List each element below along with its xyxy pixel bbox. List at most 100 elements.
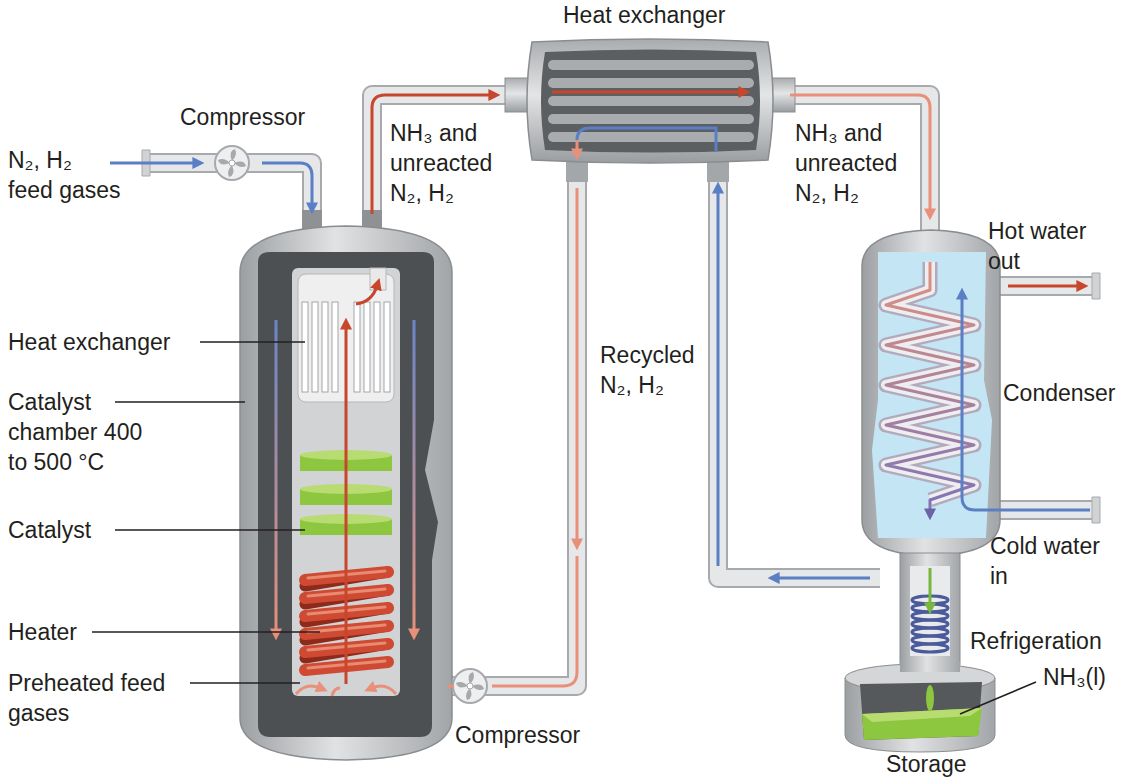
compressor-symbol (456, 672, 484, 700)
heat-exchanger-slats (332, 302, 338, 392)
flow-label: NH₃ and unreacted N₂, H₂ (795, 118, 883, 208)
compressor-symbol (215, 146, 249, 180)
condenser (872, 252, 992, 538)
leader-lines (115, 401, 245, 403)
flow-arrows (577, 128, 716, 152)
heat-exchanger-slats (354, 302, 360, 392)
flow-label: Preheated feed gases (8, 668, 233, 728)
pipes (718, 165, 880, 578)
refrigeration-unit (912, 644, 948, 652)
product-label: NH₃(l) (1043, 662, 1106, 692)
part-label: Heat exchanger (563, 0, 725, 30)
part-label: Compressor (180, 102, 305, 132)
reactor-vessel (240, 226, 452, 760)
leader-lines (92, 631, 320, 633)
exchanger-tubes (548, 114, 754, 124)
leader-lines (200, 341, 305, 343)
part-label: Catalyst chamber 400 to 500 °C (8, 387, 143, 477)
heat-exchanger (505, 39, 795, 182)
compressor-symbol (215, 146, 249, 180)
exchanger-tubes (548, 60, 754, 70)
heat-exchanger-slats (322, 302, 328, 392)
flow-label: Cold water in (990, 531, 1124, 591)
flow-arrows (790, 95, 930, 212)
heat-exchanger-slats (384, 302, 390, 392)
flow-label: NH₃ and unreacted N₂, H₂ (390, 118, 478, 208)
flow-arrows (717, 190, 720, 566)
pipes (775, 95, 930, 232)
compressor-symbol (467, 683, 473, 689)
condenser (1008, 285, 1080, 288)
storage-tank (845, 662, 995, 752)
flow-arrows (552, 91, 742, 94)
storage-tank (900, 662, 960, 672)
exchanger-tubes (548, 60, 754, 142)
pipes (1092, 497, 1100, 523)
refrigeration-unit (929, 568, 932, 606)
flow-arrows (576, 140, 579, 152)
flow-label: Hot water out (988, 216, 1124, 276)
pipes (372, 95, 505, 215)
refrigeration-unit (900, 553, 960, 665)
gas-flow-arrows (345, 326, 348, 684)
part-label: Heater (8, 617, 77, 647)
storage-tank (860, 682, 982, 740)
gas-flow-arrows (372, 686, 396, 694)
pipes (775, 95, 930, 232)
storage-tank (926, 685, 934, 711)
leader-lines (190, 682, 300, 684)
compressor-symbol (453, 669, 487, 703)
compressor-symbol (229, 160, 235, 166)
heat-exchanger (527, 39, 773, 163)
gas-flow-arrows (276, 286, 414, 696)
pipes (990, 278, 1095, 294)
flow-arrows (262, 163, 312, 206)
feed-label: N₂, H₂ feed gases (8, 145, 121, 205)
flow-arrows (492, 556, 577, 686)
flow-arrows (448, 685, 454, 688)
leader-lines (960, 682, 1036, 714)
exchanger-tubes (548, 78, 754, 88)
gas-flow-arrows (275, 320, 278, 632)
gas-flow-arrows (296, 686, 320, 694)
part-label: Compressor (455, 720, 580, 750)
reactor-vessel (240, 210, 452, 760)
part-label: Storage (886, 749, 967, 779)
leader-lines (115, 529, 305, 531)
flow-arrows (110, 162, 196, 165)
gas-flow-arrows (413, 320, 416, 632)
pipes (452, 165, 577, 686)
heat-exchanger-slats (374, 302, 380, 392)
pipes (372, 95, 505, 215)
condenser (862, 230, 1000, 556)
refrigeration-unit (900, 553, 960, 665)
part-label: Refrigeration (970, 626, 1102, 656)
pipes (990, 276, 1095, 296)
compressor-symbol (453, 669, 487, 703)
gas-flow-arrows (332, 688, 340, 696)
part-label: Condenser (1003, 378, 1116, 408)
part-label: Heat exchanger (8, 327, 170, 357)
heat-exchanger-slats (364, 302, 370, 392)
storage-tank (845, 678, 995, 752)
flow-arrows (576, 188, 579, 542)
heat-exchanger (541, 50, 760, 153)
pipes (718, 165, 880, 578)
flow-arrows (110, 92, 930, 686)
compressor-symbol (218, 149, 246, 177)
exchanger-tubes (548, 96, 754, 106)
leader-lines (92, 342, 1036, 714)
heat-exchanger-slats (312, 302, 318, 392)
refrigeration-unit (910, 566, 950, 656)
heat-exchanger-slats (302, 302, 308, 392)
part-label: Catalyst (8, 515, 91, 545)
gas-flow-arrows (356, 286, 377, 304)
pipes (1092, 273, 1100, 299)
reactor-vessel (258, 252, 438, 737)
pipes (452, 165, 577, 686)
flow-label: Recycled N₂, H₂ (600, 340, 664, 400)
storage-tank (862, 708, 982, 722)
